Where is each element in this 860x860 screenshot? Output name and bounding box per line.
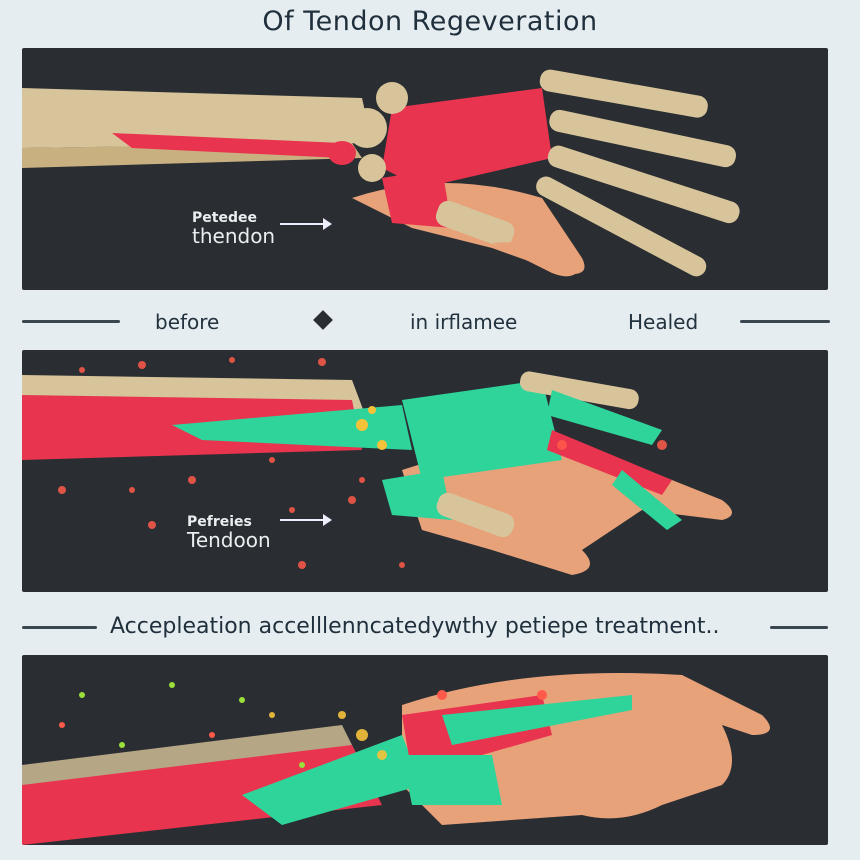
divider-line-right-2	[770, 626, 828, 629]
hand-illustration-middle	[22, 357, 732, 575]
panel-healed-tendon	[22, 655, 828, 845]
hand-illustration-top	[22, 69, 740, 277]
caption: Accepleation accelllenncatedywthy petiep…	[110, 614, 720, 639]
arrow-icon	[280, 218, 332, 230]
page-title: Of Tendon Regeveration	[262, 6, 598, 37]
label-line1: Pefreies	[187, 514, 252, 530]
tendon-label-top: Petedee thendon	[192, 211, 275, 247]
panel-injured-tendon: Petedee thendon	[22, 48, 828, 290]
label-line2: thendon	[192, 223, 276, 248]
divider-line-left	[22, 320, 120, 323]
stage-before: before	[155, 310, 220, 334]
panel-inflamed-tendon: Pefreies Tendoon	[22, 350, 828, 592]
divider-line-right	[740, 320, 830, 323]
divider-line-left-2	[22, 626, 97, 629]
diamond-icon	[313, 310, 333, 330]
stage-inflamed: in irflamee	[410, 310, 518, 334]
label-line1: Petedee	[192, 210, 257, 226]
hand-illustration-bottom	[22, 673, 770, 845]
stage-healed: Healed	[628, 310, 699, 334]
label-line2: Tendoon	[187, 527, 271, 552]
tendon-label-middle: Pefreies Tendoon	[187, 515, 271, 551]
arrow-icon	[280, 514, 332, 526]
